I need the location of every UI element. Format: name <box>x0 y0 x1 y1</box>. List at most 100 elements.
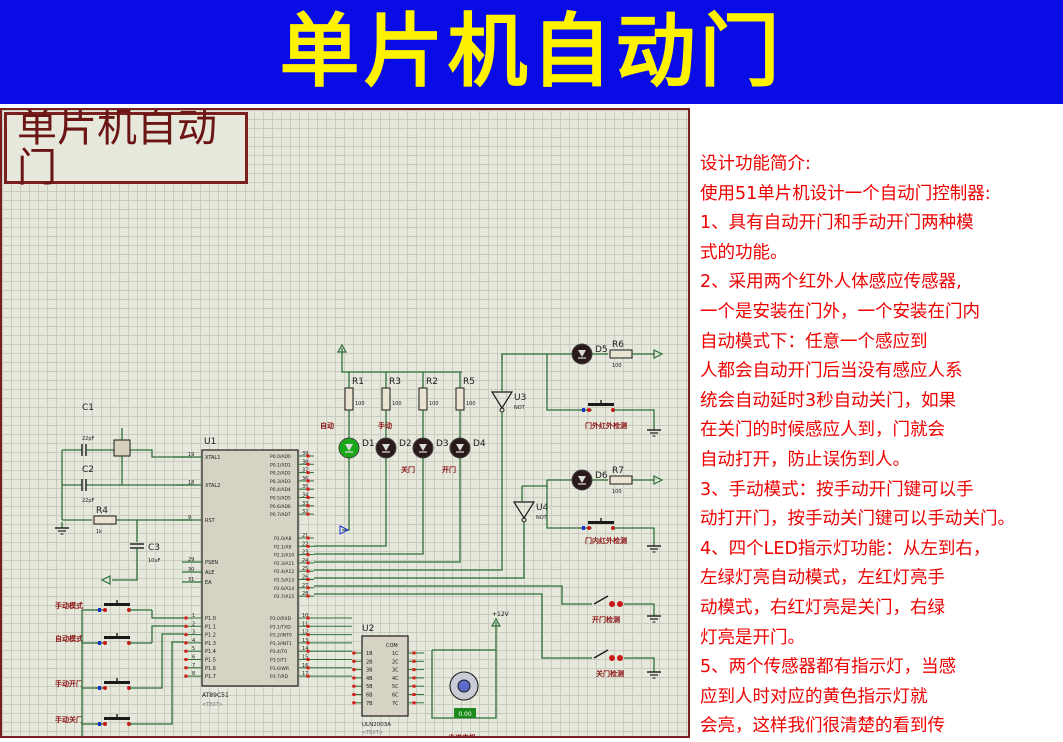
push-button <box>611 408 615 412</box>
mcu-pin-label: P3.5/T1 <box>270 658 287 664</box>
pin-marker <box>306 504 310 508</box>
mcu-pin-label: XTAL2 <box>205 483 220 489</box>
mcu-pin-number: 37 <box>302 468 308 474</box>
capacitor-value: 22pF <box>82 436 95 442</box>
mcu-pin-number: 19 <box>188 452 194 458</box>
led-label: 开门 <box>442 465 456 474</box>
wire <box>624 657 655 666</box>
mcu-pin-label: P2.7/A15 <box>274 594 294 600</box>
wire <box>112 548 138 581</box>
led-label: 自动 <box>320 421 334 430</box>
led-indicator <box>382 444 390 451</box>
pin-marker <box>412 684 416 688</box>
mcu-pin-label: P2.6/A14 <box>274 586 294 592</box>
pin-marker <box>582 526 585 530</box>
push-button <box>103 608 107 612</box>
motor-label: 步进电机 <box>448 733 476 736</box>
resistor <box>609 475 633 485</box>
motor-readout-value: 0.00 <box>458 711 472 718</box>
description-line: 2、采用两个红外人体感应传感器, <box>700 272 962 293</box>
crystal <box>113 439 131 457</box>
description-line: 会亮，这样我们很清楚的看到传 <box>700 716 945 737</box>
mcu-pin-label: P0.7/AD7 <box>270 512 291 518</box>
driver-pin: 4B <box>366 676 373 682</box>
resistor-value: 100 <box>392 401 402 407</box>
stepper-motor <box>457 679 471 693</box>
pin-marker <box>412 651 416 655</box>
mcu-pin-number: 4 <box>192 638 195 644</box>
mcu-pin-number: 8 <box>192 671 195 677</box>
mcu-pin-number: 15 <box>302 655 308 661</box>
pin-marker <box>352 651 356 655</box>
wire <box>152 633 184 689</box>
pin-marker <box>306 496 310 499</box>
pin-marker <box>98 722 101 726</box>
pin-marker <box>306 536 310 540</box>
mcu-pin-number: 34 <box>302 493 308 499</box>
motor-readout <box>454 708 476 718</box>
mcu-pin-label: P0.6/AD6 <box>270 504 291 510</box>
pin-marker <box>184 674 188 678</box>
resistor-ref: R6 <box>612 340 624 350</box>
mcu-pin-label: PSEN <box>205 560 218 566</box>
mcu-pin-label: P2.1/A9 <box>274 544 291 550</box>
resistor <box>344 387 354 411</box>
mcu-pin-label: P1.3 <box>205 641 216 647</box>
wire <box>501 353 547 360</box>
mcu-pin-label: P3.2/INT0 <box>270 633 292 639</box>
description-line: 左绿灯亮自动模式，左红灯亮手 <box>700 568 945 589</box>
resistor <box>93 515 117 525</box>
supply-label: +12V <box>492 611 510 618</box>
pin-marker <box>306 594 310 598</box>
mcu-pin-label: P1.7 <box>205 674 216 680</box>
description-line: 动模式，右红灯亮是关门，右绿 <box>700 597 945 618</box>
led-indicator <box>578 476 586 483</box>
mcu-pin-number: 35 <box>302 484 308 490</box>
led-label: 手动 <box>378 421 392 430</box>
mcu-pin-label: RST <box>205 518 216 524</box>
mcu-pin-label: P2.5/A13 <box>274 578 294 584</box>
pin-marker <box>306 641 310 645</box>
mcu-pin-number: 2 <box>192 621 195 627</box>
wire <box>314 458 387 547</box>
power-arrow <box>100 575 111 585</box>
description-line: 4、四个LED指示灯功能：从左到右， <box>700 538 991 559</box>
wire <box>314 458 461 563</box>
led-ref: D1 <box>362 439 375 449</box>
sensor-label: 门外红外检测 <box>585 421 627 430</box>
resistor-value: 100 <box>429 401 439 407</box>
pin-marker <box>306 569 310 573</box>
wire <box>624 603 655 610</box>
pin-marker <box>184 633 188 637</box>
pin-marker <box>306 674 310 678</box>
pin-marker <box>184 666 188 670</box>
pin-marker <box>306 479 310 483</box>
pin-marker <box>306 666 310 670</box>
pin-marker <box>306 633 310 637</box>
mcu-pin-label: ALE <box>205 570 214 576</box>
mcu-pin-label: P0.2/AD2 <box>270 471 291 477</box>
button-label: 手动开门 <box>55 679 83 688</box>
led-ref: D2 <box>399 439 412 449</box>
resistor-value: 1k <box>96 529 102 535</box>
driver-pin: 6C <box>392 693 399 699</box>
mcu-pin-label: P1.5 <box>205 658 216 664</box>
description-line: 5、两个传感器都有指示灯，当感 <box>700 657 957 678</box>
resistor <box>609 349 633 359</box>
driver-part: ULN2003A <box>362 722 391 728</box>
wire <box>314 585 592 605</box>
pin-marker <box>352 659 356 663</box>
mcu-pin-number: 5 <box>192 646 195 652</box>
resistor-ref: R4 <box>96 506 108 516</box>
mcu-pin-label: P2.2/A10 <box>274 553 294 559</box>
wire <box>151 610 184 619</box>
led-indicator <box>456 444 464 451</box>
pin-marker <box>306 578 310 581</box>
resistor-value: 100 <box>466 401 476 407</box>
description-line: 自动模式下：任意一个感应到 <box>700 331 928 352</box>
mcu-pin-number: 25 <box>302 566 308 572</box>
pin-marker <box>412 659 416 663</box>
gate-part: NOT <box>514 405 526 411</box>
resistor-value: 100 <box>612 489 622 495</box>
